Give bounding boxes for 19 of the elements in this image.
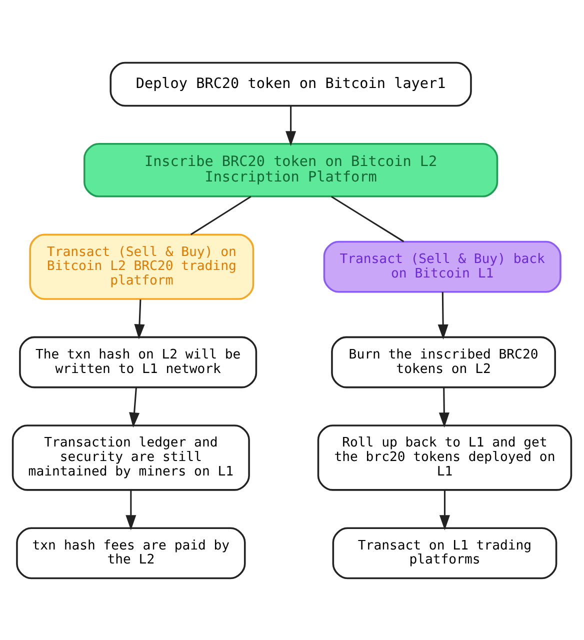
arrow xyxy=(126,490,136,530)
node-box: Burn the inscribed BRC20 tokens on L2 xyxy=(331,336,556,388)
arrow xyxy=(129,386,140,428)
node-box: Transaction ledger and security are still maintained by miners on L1 xyxy=(12,424,250,490)
arrow xyxy=(134,298,145,339)
node-box: Inscribe BRC20 token on Bitcoin L2 Inscription Platform xyxy=(84,142,498,197)
arrow xyxy=(438,291,448,340)
node-box: Transact (Sell & Buy) on Bitcoin L2 BRC20 trading platform xyxy=(29,233,254,300)
connector xyxy=(190,195,252,235)
node-box: Roll up back to L1 and get the brc20 tokens deployed on L1 xyxy=(317,424,572,490)
node-box: Transact (Sell & Buy) back on Bitcoin L1 xyxy=(323,240,562,292)
node-box: txn hash fees are paid by the L2 xyxy=(16,526,246,579)
arrow xyxy=(438,386,450,428)
arrow xyxy=(439,490,450,530)
node-box: Deploy BRC20 token on Bitcoin layer1 xyxy=(110,61,472,106)
connector xyxy=(331,195,404,242)
node-box: Transact on L1 trading platforms xyxy=(332,526,558,579)
arrow xyxy=(286,106,296,146)
node-box: The txn hash on L2 will be written to L1 network xyxy=(19,336,258,388)
